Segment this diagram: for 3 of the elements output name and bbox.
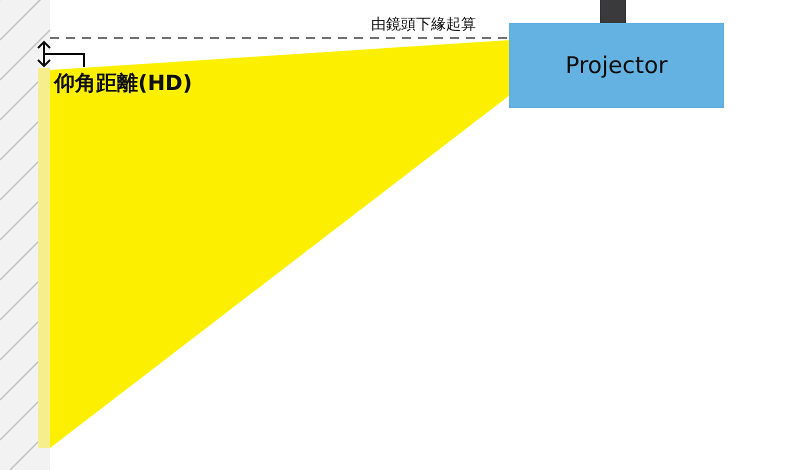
projector-box: Projector bbox=[509, 23, 724, 108]
note-text: 由鏡頭下緣起算 bbox=[371, 15, 476, 33]
dimension-label: 仰角距離(HD) bbox=[54, 71, 192, 96]
